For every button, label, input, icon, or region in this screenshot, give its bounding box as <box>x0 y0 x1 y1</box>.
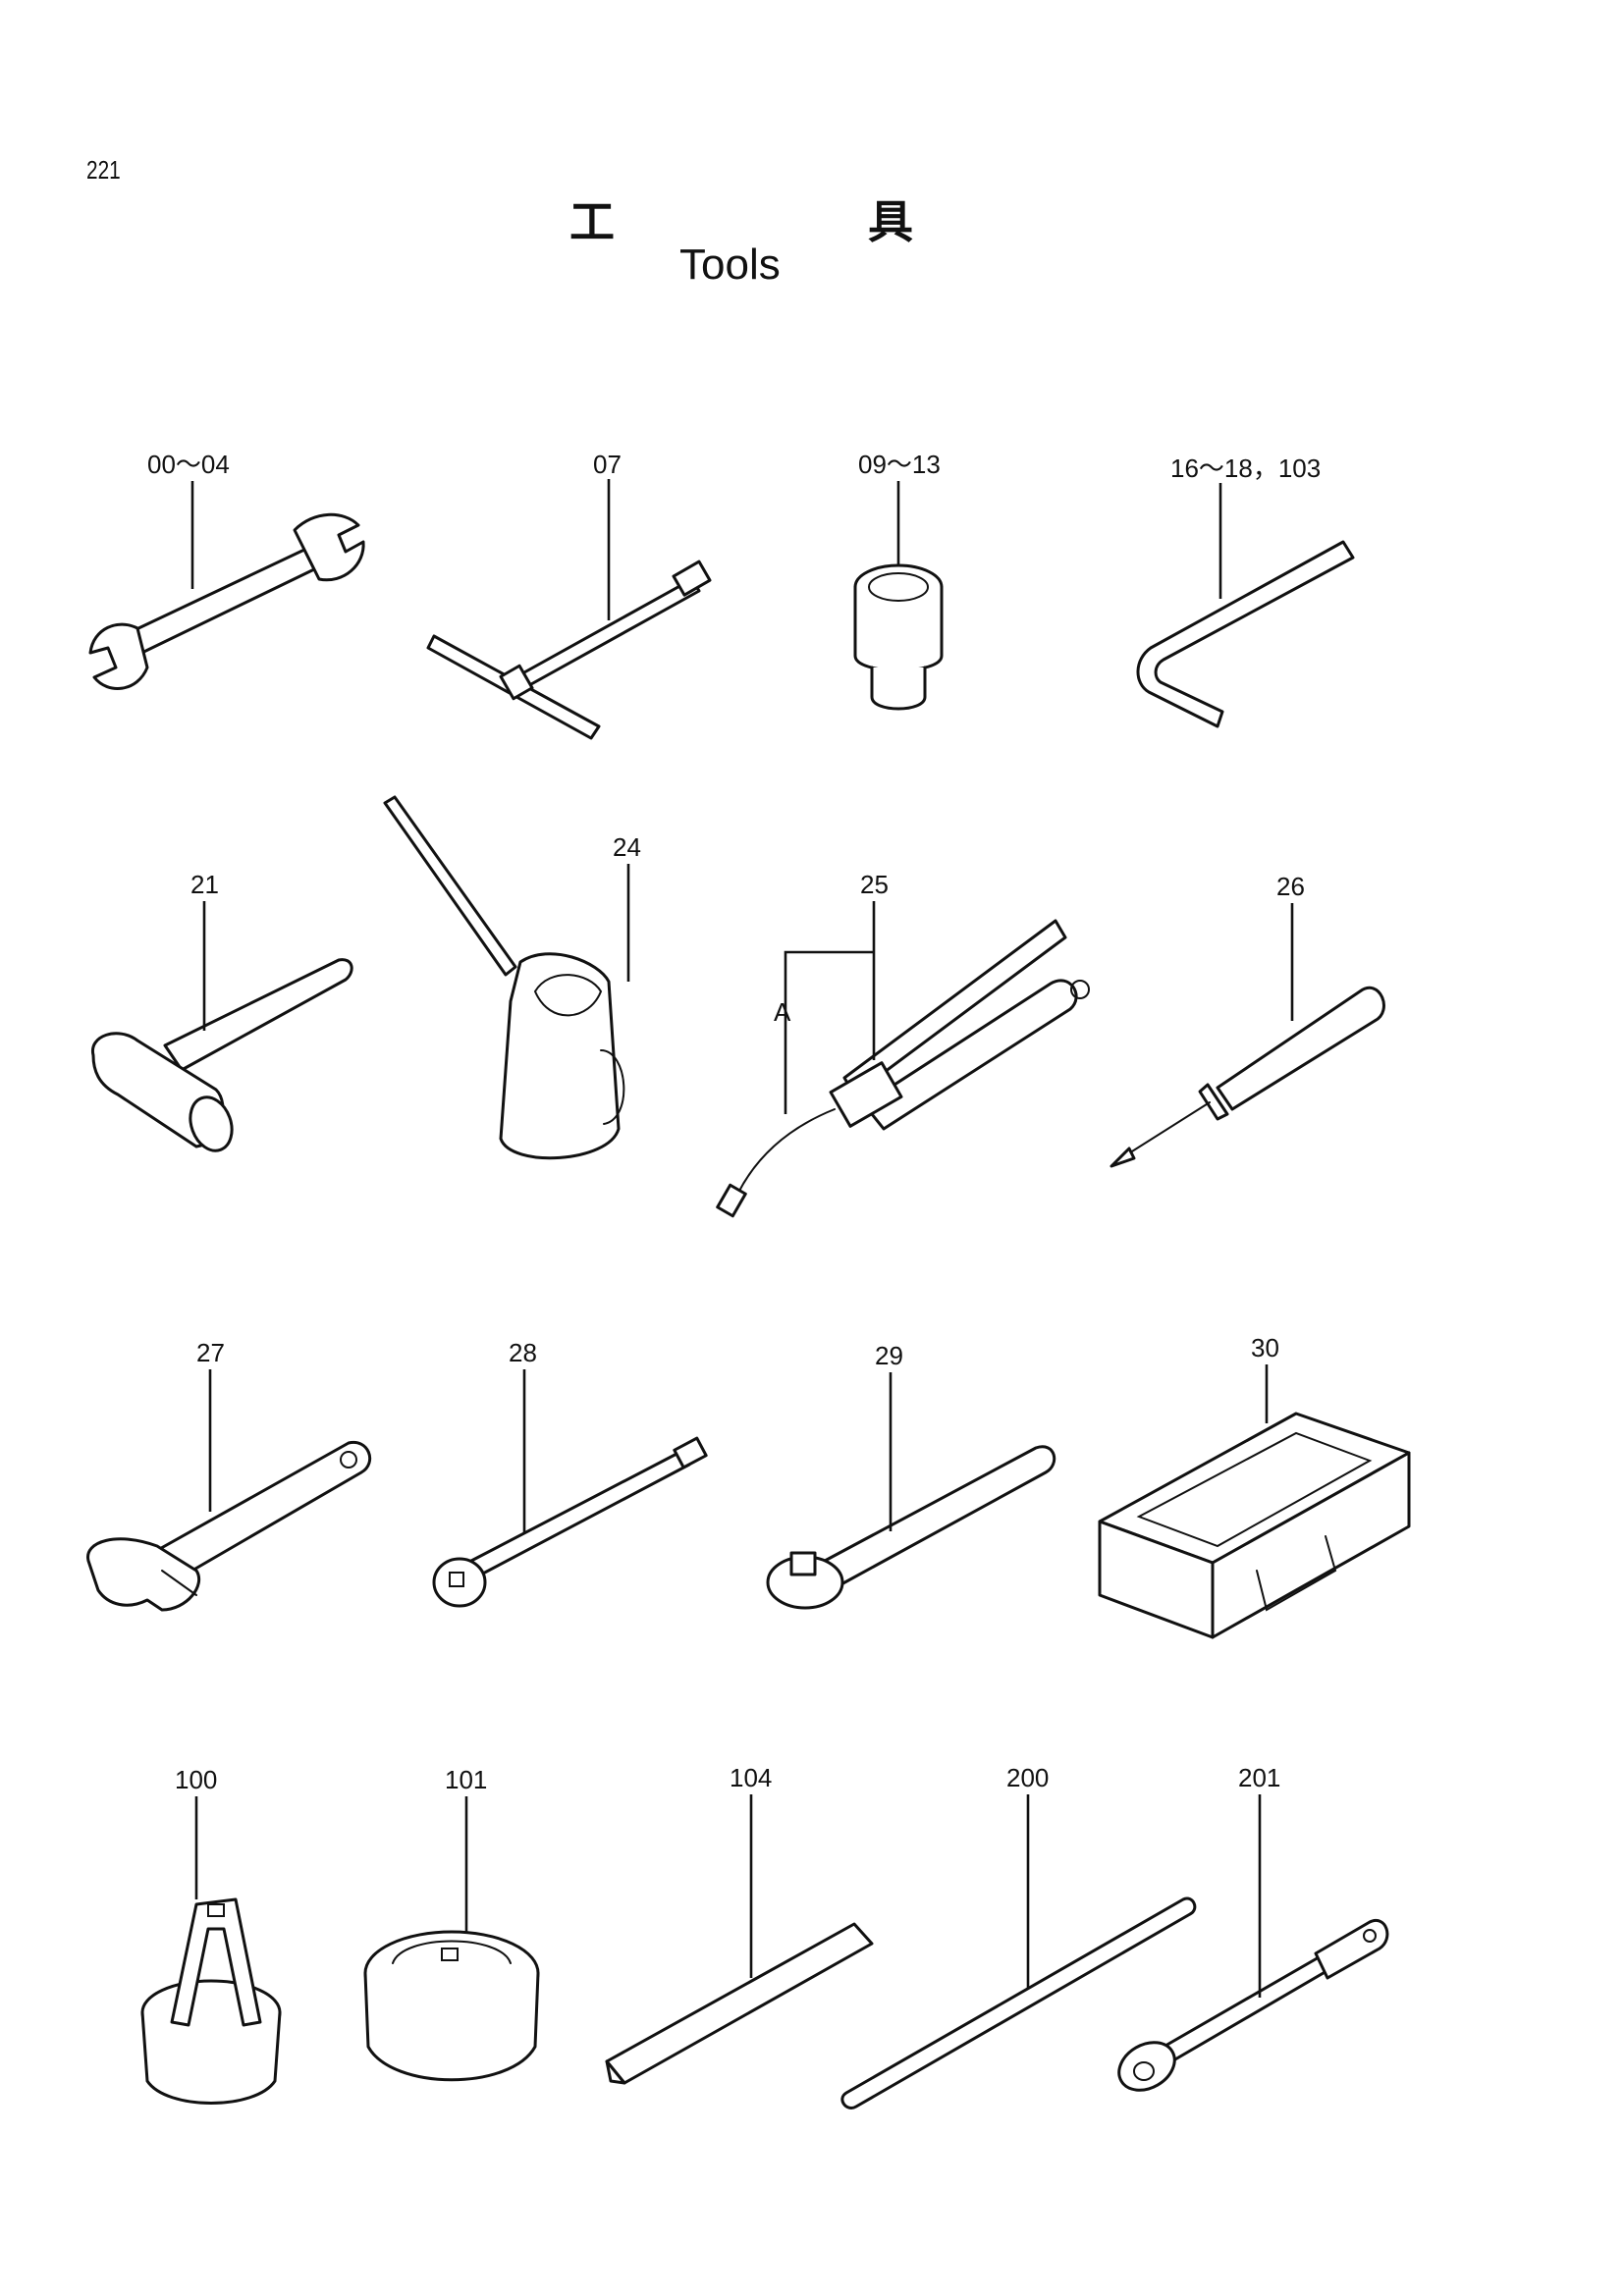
box-wrench-illustration <box>1117 1918 1389 2092</box>
callout-30: 30 <box>1251 1333 1279 1362</box>
callout-104: 104 <box>730 1763 772 1792</box>
callout-201: 201 <box>1238 1763 1280 1792</box>
callout-21: 21 <box>190 870 219 899</box>
wrench-double-open-illustration <box>88 512 365 690</box>
adjustable-wrench-illustration <box>86 1440 372 1612</box>
callout-200: 200 <box>1006 1763 1049 1792</box>
callout-07: 07 <box>593 450 622 479</box>
callout-16-18-103: 16～18，103 <box>1170 454 1321 483</box>
extension-bar-illustration <box>432 1436 708 1608</box>
hex-bar-illustration <box>605 1922 874 2085</box>
title-jp-left: 工 <box>569 195 615 248</box>
callout-00-04: 00～04 <box>147 450 230 479</box>
hammer-illustration <box>91 958 353 1152</box>
callout-100: 100 <box>175 1765 217 1794</box>
screwdriver-illustration <box>1110 986 1385 1168</box>
socket-illustration <box>853 563 944 711</box>
callout-bracket-25 <box>784 950 874 1114</box>
page-title-japanese: 工 具 <box>569 187 913 251</box>
page-title-english: Tools <box>679 240 781 289</box>
callout-29: 29 <box>875 1341 903 1370</box>
filter-wrench-b-illustration <box>363 1930 540 2082</box>
callout-27: 27 <box>196 1338 225 1367</box>
callout-25-a: A <box>774 997 791 1027</box>
oil-can-illustration <box>383 795 625 1160</box>
callout-101: 101 <box>445 1765 487 1794</box>
page-number: 221 <box>86 155 121 185</box>
tool-box-illustration <box>1098 1412 1411 1639</box>
grease-gun-illustration <box>716 919 1090 1218</box>
filter-wrench-a-illustration <box>140 1897 282 2105</box>
callout-26: 26 <box>1276 872 1305 901</box>
ratchet-handle-illustration <box>766 1445 1056 1610</box>
callout-28: 28 <box>509 1338 537 1367</box>
rod-illustration <box>840 1896 1197 2109</box>
hex-key-illustration <box>1136 540 1355 728</box>
callout-25: 25 <box>860 870 889 899</box>
title-jp-right: 具 <box>868 195 913 248</box>
t-handle-wrench-illustration <box>426 560 712 740</box>
callout-09-13: 09～13 <box>858 450 941 479</box>
callout-24: 24 <box>613 832 641 862</box>
